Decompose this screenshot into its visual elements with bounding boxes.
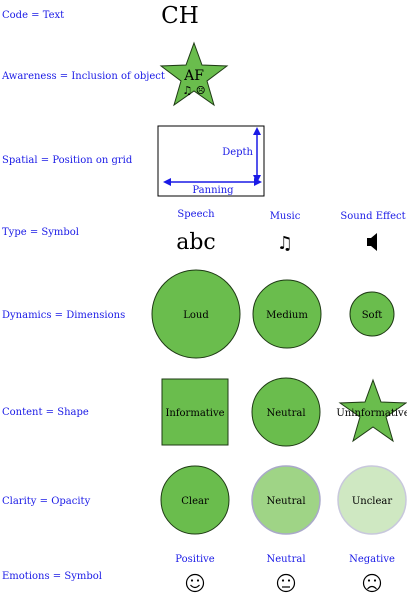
content-label: Content = Shape	[2, 407, 89, 418]
depth-arrow-head-bottom	[253, 175, 261, 183]
clarity-neutral-circle	[251, 465, 321, 535]
speech-symbol: abc	[176, 230, 216, 255]
type-label: Type = Symbol	[2, 227, 79, 238]
dynamics-loud-label: Loud	[183, 310, 209, 321]
emotions-header-negative: Negative	[349, 554, 395, 565]
dynamics-soft-circle	[349, 291, 395, 337]
emotions-header-neutral: Neutral	[266, 554, 305, 565]
type-header-music: Music	[270, 211, 301, 222]
panning-arrow-head-left	[163, 178, 171, 186]
neutral-face-icon	[276, 573, 296, 593]
content-neutral-circle	[251, 377, 321, 447]
clarity-unclear-label: Unclear	[352, 496, 393, 507]
clarity-clear-label: Clear	[181, 496, 209, 507]
spatial-grid-box	[157, 125, 265, 197]
emotions-header-positive: Positive	[175, 554, 215, 565]
content-uninformative-label: Uninformative	[336, 408, 407, 419]
spatial-label: Spatial = Position on grid	[2, 155, 133, 166]
content-informative-label: Informative	[165, 408, 224, 419]
code-label: Code = Text	[2, 10, 64, 21]
type-header-speech: Speech	[177, 209, 215, 220]
content-informative-square	[161, 378, 229, 446]
clarity-unclear-circle	[337, 465, 407, 535]
music-note-icon: ♫	[277, 233, 293, 254]
awareness-label: Awareness = Inclusion of object	[1, 71, 165, 82]
clarity-clear-circle	[160, 465, 230, 535]
dynamics-medium-label: Medium	[266, 310, 308, 321]
clarity-neutral-label: Neutral	[266, 496, 305, 507]
emotions-label: Emotions = Symbol	[2, 571, 102, 582]
smile-face-icon	[185, 573, 205, 593]
clarity-label: Clarity = Opacity	[2, 496, 91, 507]
dynamics-soft-label: Soft	[362, 310, 383, 321]
sad-face-icon	[362, 573, 382, 593]
content-uninformative-star	[338, 378, 407, 443]
awareness-star-text: AF	[183, 68, 204, 84]
panning-arrow-head-right	[254, 178, 262, 186]
depth-arrow-head-top	[253, 127, 261, 135]
speaker-icon	[367, 233, 377, 251]
type-header-sound-effect: Sound Effect	[340, 211, 405, 222]
panning-label: Panning	[192, 185, 234, 196]
dynamics-label: Dynamics = Dimensions	[2, 310, 125, 321]
awareness-star-icons: ♫ ☹	[182, 84, 205, 97]
depth-label: Depth	[222, 147, 253, 158]
content-neutral-label: Neutral	[266, 408, 305, 419]
dynamics-loud-circle	[151, 269, 241, 359]
code-sample: CH	[161, 3, 199, 29]
dynamics-medium-circle	[252, 279, 322, 349]
awareness-star	[159, 41, 229, 107]
